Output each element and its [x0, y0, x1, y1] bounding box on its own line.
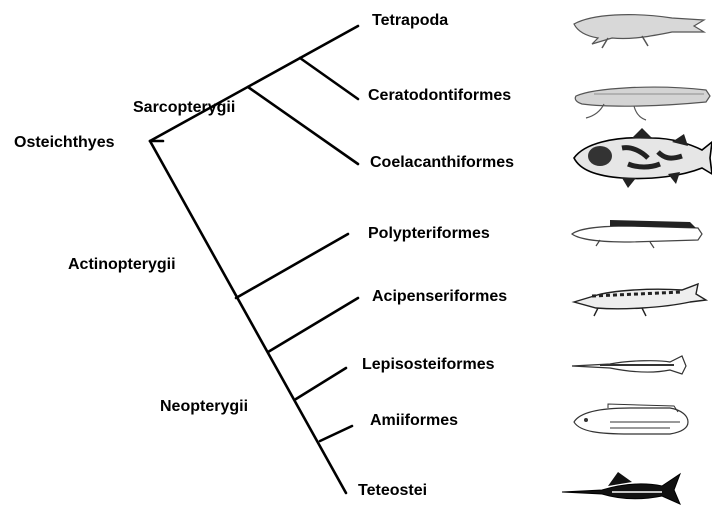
coelacanth-icon	[574, 128, 712, 188]
bichir-icon	[572, 220, 702, 248]
taxon-label: Acipenseriformes	[372, 289, 507, 305]
marlin-icon	[562, 472, 680, 504]
clade-label-sarcopterygii: Sarcopterygii	[133, 100, 235, 116]
taxon-label: Coelacanthiformes	[370, 155, 514, 171]
taxon-label: Teteostei	[358, 483, 427, 499]
gar-icon	[572, 356, 686, 374]
acipenseri-branch	[268, 298, 358, 352]
lepisostei-branch	[296, 368, 346, 399]
bowfin-icon	[574, 404, 688, 434]
actinopterygii-stem	[150, 141, 346, 493]
polypteri-branch	[236, 234, 348, 298]
ceratodont-branch	[300, 58, 358, 99]
sarcopterygii-stem	[150, 26, 358, 141]
taxon-label: Amiiformes	[370, 413, 458, 429]
taxon-label: Tetrapoda	[372, 13, 448, 29]
taxon-label: Lepisosteiformes	[362, 357, 494, 373]
clade-label-actinopterygii: Actinopterygii	[68, 257, 176, 273]
sturgeon-icon	[574, 284, 706, 316]
amii-branch	[320, 426, 352, 441]
coelacanth-branch	[248, 87, 358, 164]
clade-label-osteichthyes: Osteichthyes	[14, 135, 114, 151]
taxon-label: Ceratodontiformes	[368, 88, 511, 104]
lungfish-icon	[575, 87, 710, 120]
taxon-label: Polypteriformes	[368, 226, 490, 242]
clade-label-neopterygii: Neopterygii	[160, 399, 248, 415]
tetrapod-fish-icon	[574, 15, 704, 48]
